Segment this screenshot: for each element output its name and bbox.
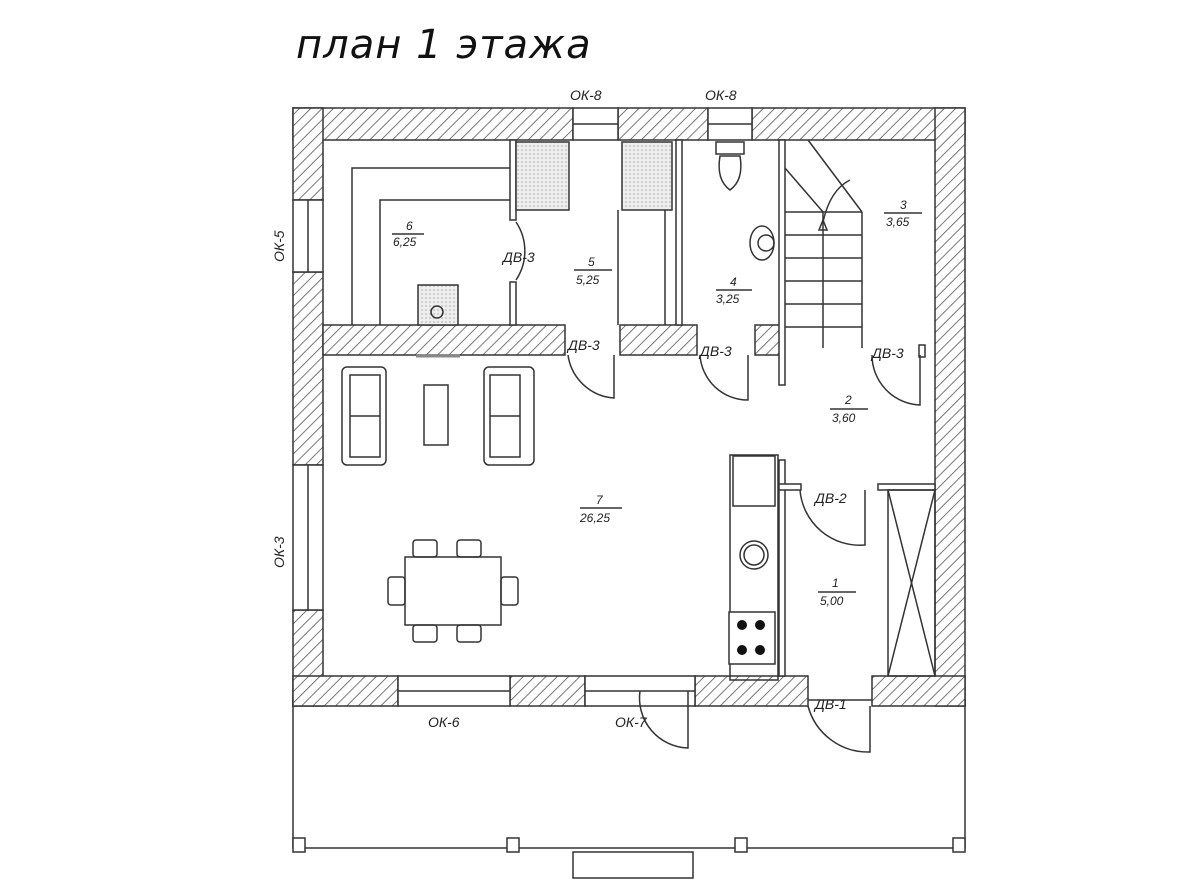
toilet-icon	[715, 141, 745, 155]
svg-text:3,60: 3,60	[832, 411, 856, 425]
svg-text:5,25: 5,25	[576, 273, 600, 287]
svg-text:26,25: 26,25	[579, 511, 610, 525]
sauna-fixtures	[351, 141, 673, 358]
svg-text:6,25: 6,25	[393, 235, 417, 249]
porch	[292, 699, 966, 879]
bathroom-fixtures	[715, 141, 775, 261]
furniture	[341, 366, 936, 681]
svg-text:3,25: 3,25	[716, 292, 740, 306]
staircase	[784, 139, 863, 348]
svg-text:3,65: 3,65	[886, 215, 910, 229]
room-label-5: 5 5,25	[574, 255, 612, 287]
armchair-icon	[341, 366, 387, 466]
svg-text:6: 6	[406, 219, 413, 233]
armchair-icon	[483, 366, 535, 466]
svg-text:5: 5	[588, 255, 595, 269]
kitchen-sink-icon	[739, 540, 769, 570]
kitchen-counter	[729, 454, 779, 681]
cooktop-icon	[728, 611, 776, 665]
svg-text:3: 3	[900, 198, 907, 212]
dining-table-icon	[404, 556, 502, 626]
plan-title: план 1 этажа	[296, 22, 592, 68]
window-label: ОК-6	[428, 714, 460, 730]
window-label: ОК-8	[705, 87, 737, 103]
interior-walls	[322, 139, 936, 677]
door-swings	[515, 221, 921, 753]
svg-text:7: 7	[596, 493, 604, 507]
room-label-7: 7 26,25	[579, 493, 622, 525]
svg-text:5,00: 5,00	[820, 594, 844, 608]
coffee-table-icon	[423, 384, 449, 446]
room-label-3: 3 3,65	[884, 198, 922, 229]
sink-icon	[749, 225, 775, 261]
svg-text:2: 2	[844, 393, 852, 407]
room-label-4: 4 3,25	[716, 275, 752, 306]
up-arrow-icon	[817, 217, 829, 231]
window-label: ОК-8	[570, 87, 602, 103]
window-label: ОК-5	[271, 230, 287, 262]
door-label: ДВ-3	[698, 343, 732, 359]
door-label: ДВ-1	[813, 696, 847, 712]
svg-text:1: 1	[832, 576, 839, 590]
svg-text:4: 4	[730, 275, 737, 289]
window-label: ОК-7	[615, 714, 648, 730]
door-label: ДВ-2	[813, 490, 847, 506]
door-label: ДВ-3	[501, 249, 535, 265]
room-label-1: 1 5,00	[818, 576, 856, 608]
wardrobe	[887, 489, 936, 677]
door-label: ДВ-3	[566, 337, 600, 353]
fridge-icon	[732, 455, 776, 507]
stove-icon	[417, 284, 459, 326]
door-label: ДВ-3	[870, 345, 904, 361]
window-label: ОК-3	[271, 536, 287, 568]
exterior-walls	[292, 107, 966, 707]
room-label-2: 2 3,60	[830, 393, 868, 425]
room-label-6: 6 6,25	[392, 219, 424, 249]
